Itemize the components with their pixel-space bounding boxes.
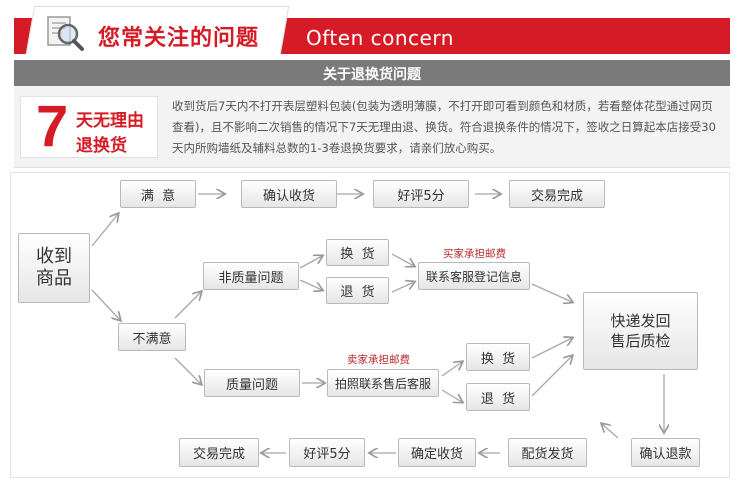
policy-badge-line1: 天无理由 xyxy=(76,111,144,131)
magnifier-icon xyxy=(46,14,86,52)
node-return-bottom: 退 货 xyxy=(466,383,530,411)
node-contact-service: 联系客服登记信息 xyxy=(418,262,530,290)
node-confirm-receipt-bottom: 确定收货 xyxy=(398,438,476,467)
arrow-contact-express xyxy=(531,283,572,302)
arrow-exchange-express xyxy=(531,338,572,359)
node-deal-done-bottom: 交易完成 xyxy=(179,438,259,467)
subheader-bar: 关于退换货问题 xyxy=(14,60,730,86)
arrow-unsat-quality xyxy=(174,357,201,384)
arrow-nonq-exchange xyxy=(299,256,322,269)
node-express-return: 快递发回 售后质检 xyxy=(583,292,698,370)
arrow-photo-return xyxy=(441,389,462,402)
node-received: 收到 商品 xyxy=(18,233,90,303)
policy-badge-line2: 退换货 xyxy=(76,136,127,156)
arrow-photo-exchange xyxy=(441,362,462,377)
node-confirm-receipt: 确认收货 xyxy=(241,180,337,208)
node-exchange-bottom: 换 货 xyxy=(466,343,530,371)
node-unsatisfied: 不满意 xyxy=(118,323,186,351)
node-good-review-top: 好评5分 xyxy=(373,180,469,208)
header-title-en: Often concern xyxy=(306,26,454,50)
node-deal-done-top: 交易完成 xyxy=(509,180,605,208)
subheader-title: 关于退换货问题 xyxy=(323,67,421,83)
node-photo-contact: 拍照联系售后客服 xyxy=(327,369,439,397)
node-satisfied: 满 意 xyxy=(120,180,196,208)
arrow-unsat-nonquality xyxy=(174,292,201,319)
node-reship: 配货发货 xyxy=(508,438,587,467)
header-title-cn: 您常关注的问题 xyxy=(98,26,260,51)
arrow-express-reship xyxy=(602,424,619,439)
node-good-review-bottom: 好评5分 xyxy=(289,438,365,467)
note-buyer-pays: 买家承担邮费 xyxy=(443,248,506,260)
note-seller-pays: 卖家承担邮费 xyxy=(347,354,410,366)
node-return-top: 退 货 xyxy=(326,277,389,304)
node-exchange-top: 换 货 xyxy=(326,239,389,266)
arrow-return-express xyxy=(531,356,572,397)
arrow-exchange-contact xyxy=(391,253,414,266)
arrow-received-satisfied xyxy=(91,214,118,247)
node-non-quality: 非质量问题 xyxy=(203,262,299,290)
policy-badge xyxy=(20,96,158,158)
arrow-return-contact xyxy=(391,282,414,293)
arrow-received-unsatisfied xyxy=(91,289,120,320)
node-quality: 质量问题 xyxy=(204,369,300,397)
arrow-nonq-return xyxy=(299,279,322,290)
node-confirm-refund: 确认退款 xyxy=(631,438,700,467)
policy-badge-number: 7 xyxy=(36,94,69,159)
policy-text: 收到货后7天内不打开表层塑料包装(包装为透明薄膜，不打开即可看到颜色和材质，若看… xyxy=(172,99,716,155)
